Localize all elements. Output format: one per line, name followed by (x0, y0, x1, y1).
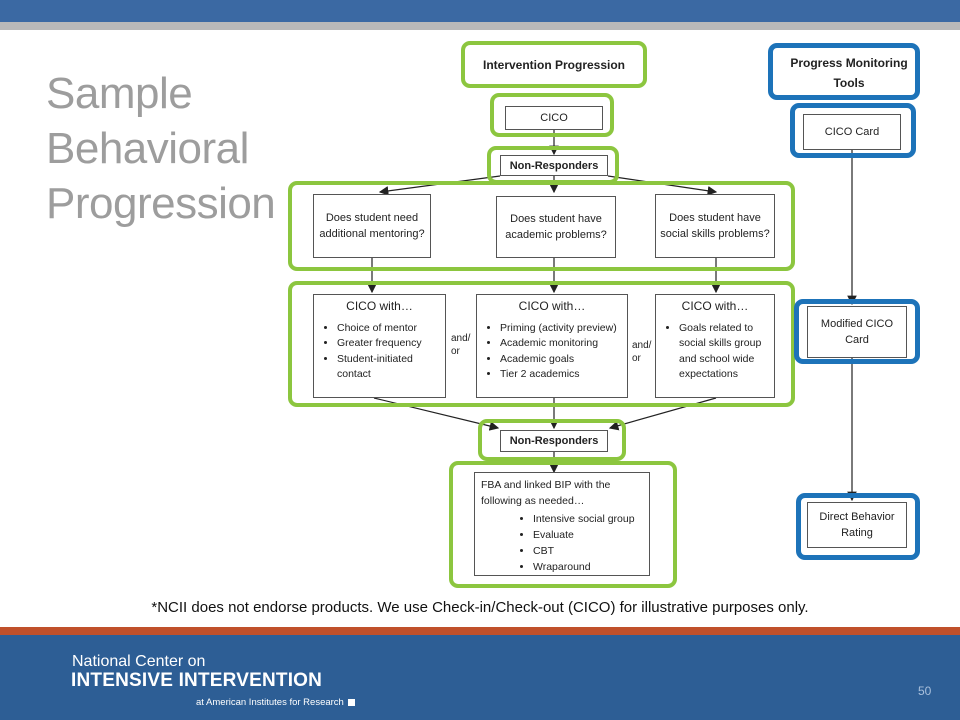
list-item: Academic goals (500, 352, 622, 368)
list-item: CBT (533, 543, 643, 559)
questions-frame (288, 181, 795, 271)
academic-options-list: Priming (activity preview) Academic moni… (482, 321, 622, 383)
and-or-label-1: and/ or (451, 333, 471, 357)
top-divider (0, 22, 960, 30)
intervention-progression-header: Intervention Progression (482, 58, 626, 72)
tool-modified-cico-card: Modified CICO Card (807, 306, 907, 358)
list-item: Priming (activity preview) (500, 321, 622, 337)
fba-frame (449, 461, 677, 588)
non-responders-frame-2 (478, 419, 626, 461)
title-line-2: Behavioral (46, 124, 249, 173)
footer-bar (0, 635, 960, 720)
cico-with-social: CICO with… Goals related to social skill… (655, 294, 775, 398)
list-item: Student-initiated contact (337, 352, 440, 383)
footer-org-line-3: at American Institutes for Research (196, 697, 355, 708)
cico-with-heading: CICO with… (681, 299, 749, 313)
tool-direct-behavior-rating: Direct Behavior Rating (807, 502, 907, 548)
list-item: Goals related to social skills group and… (679, 321, 769, 383)
progress-header-frame (768, 43, 920, 100)
footer-accent-line (0, 627, 960, 635)
tool-cico-card-frame (790, 103, 916, 158)
disclaimer-note: *NCII does not endorse products. We use … (151, 599, 809, 616)
list-item: Evaluate (533, 527, 643, 543)
intervention-header-frame (461, 41, 647, 88)
and-or-label-2: and/ or (632, 340, 652, 364)
cico-with-heading: CICO with… (518, 299, 586, 313)
non-responders-box-1: Non-Responders (500, 155, 608, 176)
list-item: Wraparound (533, 559, 643, 575)
question-mentoring: Does student need additional mentoring? (313, 194, 431, 258)
fba-options-list: Intensive social group Evaluate CBT Wrap… (481, 511, 643, 575)
title-line-3: Progression (46, 179, 276, 228)
non-responders-box-2: Non-Responders (500, 430, 608, 452)
progress-monitoring-header: Progress Monitoring Tools (790, 56, 908, 90)
cico-box: CICO (505, 106, 603, 130)
cico-with-frame (288, 281, 795, 407)
list-item: Intensive social group (533, 511, 643, 527)
list-item: Tier 2 academics (500, 367, 622, 383)
fba-bip-text: FBA and linked BIP with the following as… (481, 479, 611, 507)
cico-with-heading: CICO with… (346, 299, 413, 313)
cico-with-mentoring: CICO with… Choice of mentor Greater freq… (313, 294, 446, 398)
square-icon (347, 698, 355, 706)
cico-frame (490, 93, 614, 137)
top-bar (0, 0, 960, 22)
list-item: Greater frequency (337, 336, 440, 352)
social-options-list: Goals related to social skills group and… (661, 321, 769, 383)
cico-with-academic: CICO with… Priming (activity preview) Ac… (476, 294, 628, 398)
tool-cico-card: CICO Card (803, 114, 901, 150)
footer-affiliation: at American Institutes for Research (196, 697, 344, 708)
question-social: Does student have social skills problems… (655, 194, 775, 258)
title-line-1: Sample (46, 69, 193, 118)
slide-title: Sample Behavioral Progression (46, 66, 276, 231)
list-item: Academic monitoring (500, 336, 622, 352)
fba-bip-box: FBA and linked BIP with the following as… (474, 472, 650, 576)
non-responders-frame-1 (487, 146, 619, 184)
tool-dbr-frame (796, 493, 920, 560)
mentoring-options-list: Choice of mentor Greater frequency Stude… (319, 321, 440, 383)
tool-modified-card-frame (794, 299, 920, 364)
list-item: Choice of mentor (337, 321, 440, 337)
page-number: 50 (918, 684, 932, 698)
footer-org-name: INTENSIVE INTERVENTION (71, 670, 323, 691)
question-academic: Does student have academic problems? (496, 196, 616, 258)
footer-org-line-1: National Center on (72, 653, 206, 670)
